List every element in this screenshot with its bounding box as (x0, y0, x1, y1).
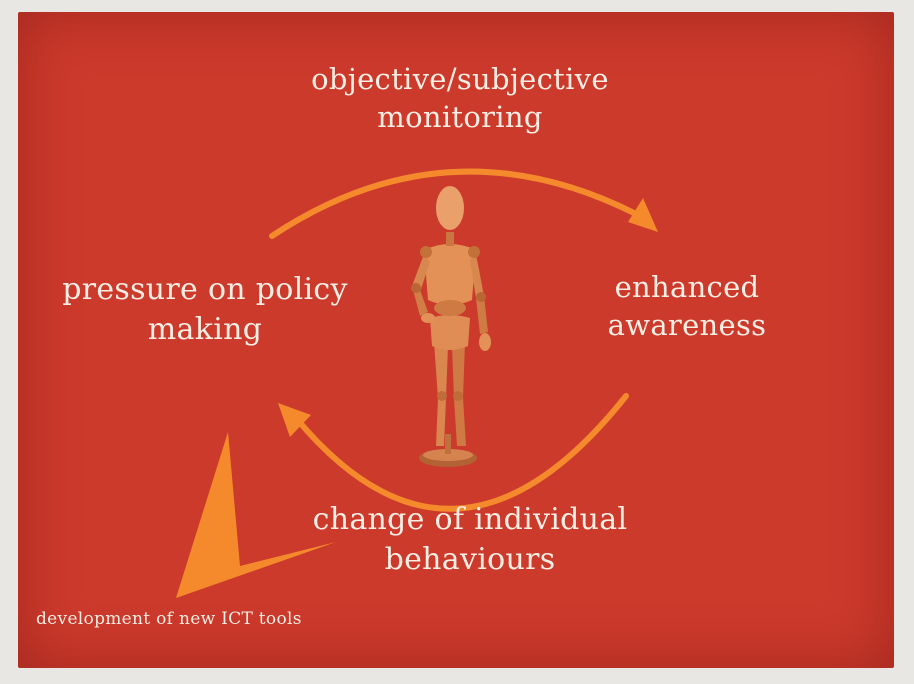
label-awareness: enhanced awareness (592, 268, 782, 345)
mannequin-figure (411, 186, 491, 467)
label-behaviours: change of individual behaviours (300, 500, 640, 579)
label-monitoring: objective/subjective monitoring (290, 60, 630, 137)
label-monitoring-line1: objective/subjective (311, 62, 609, 96)
arrowhead-bottom (278, 403, 311, 437)
arrowhead-top (628, 198, 658, 232)
label-behaviours-line2: behaviours (384, 541, 556, 577)
label-policy-line1: pressure on policy (62, 272, 348, 307)
label-monitoring-line2: monitoring (377, 100, 543, 135)
label-behaviours-line1: change of individual (312, 502, 628, 537)
arrow-top (269, 168, 643, 239)
label-policy: pressure on policy making (40, 270, 370, 349)
arrow-ict (176, 432, 336, 598)
label-awareness-line2: awareness (607, 308, 767, 343)
label-awareness-line1: enhanced (614, 270, 760, 304)
label-ict-tools: development of new ICT tools (36, 609, 302, 629)
label-policy-line2: making (147, 311, 263, 347)
arrow-bottom (293, 393, 629, 512)
